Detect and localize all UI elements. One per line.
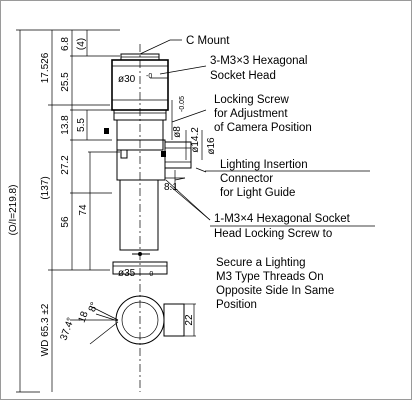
bottom-view	[70, 295, 196, 345]
dim-6-8: 6.8	[60, 37, 71, 51]
socket-head-line-2: Socket Head	[210, 70, 276, 82]
socket-head-line-1: 3-M3×3 Hexagonal	[210, 55, 308, 67]
locking-screw-line-3: of Camera Position	[214, 122, 312, 134]
dim-phi35: ø35	[118, 268, 136, 279]
overall-length-label: (O/I=219.8)	[8, 185, 19, 236]
secure-callout: Secure a Lighting M3 Type Threads On Opp…	[216, 257, 334, 311]
dim-phi30: ø30	[118, 74, 136, 85]
dim-13-8: 13.8	[60, 115, 71, 135]
locking-screw-callout: Locking Screw for Adjustment of Camera P…	[214, 94, 312, 134]
leader-lines	[139, 39, 375, 227]
lighting-connector-callout: Lighting Insertion Connector for Light G…	[220, 159, 308, 199]
secure-line-2: M3 Type Threads On	[216, 271, 324, 283]
right-dimensions	[150, 77, 203, 190]
lighting-connector-line-3: for Light Guide	[220, 187, 295, 199]
hex-locking-callout: 1-M3×4 Hexagonal Socket Head Locking Scr…	[214, 213, 351, 240]
secure-line-3: Opposite Side In Same	[216, 285, 334, 297]
dim-wd: WD 65.3 ±2	[40, 303, 51, 356]
c-mount-label: C Mount	[186, 35, 230, 47]
lighting-connector-line-2: Connector	[220, 173, 273, 185]
dim-18: 18	[77, 310, 91, 325]
dim-25-5: 25.5	[60, 72, 71, 92]
locking-screw-line-2: for Adjustment	[214, 108, 288, 120]
dim-56: 56	[60, 216, 71, 228]
dim-phi14-2: ø14.2	[190, 127, 201, 153]
locking-screw-line-1: Locking Screw	[214, 94, 289, 106]
dim-37-4: 37.4°	[58, 316, 76, 342]
dim-phi35-tol: -0	[147, 271, 153, 278]
lens-body	[104, 44, 192, 392]
dim-137: (137)	[40, 176, 51, 199]
dim-17-526: 17.526	[40, 52, 51, 83]
dimension-lines	[16, 29, 120, 393]
socket-head-callout: 3-M3×3 Hexagonal Socket Head	[210, 55, 308, 82]
hex-locking-line-1: 1-M3×4 Hexagonal Socket	[214, 213, 351, 225]
hex-locking-line-2: Head Locking Screw to	[214, 228, 332, 240]
dim-phi8: ø8	[172, 126, 183, 138]
secure-line-4: Position	[216, 299, 257, 311]
secure-line-1: Secure a Lighting	[216, 257, 306, 269]
dim-phi8-tol: -0.05	[179, 96, 186, 112]
dim-27-2: 27.2	[60, 155, 71, 175]
dim-phi16: ø16	[206, 137, 217, 155]
dim-8-1: 8.1	[164, 182, 178, 193]
dim-74: 74	[78, 204, 89, 216]
dim-5-5: 5.5	[76, 118, 87, 132]
lighting-connector-line-1: Lighting Insertion	[220, 159, 308, 171]
dim-4: (4)	[76, 38, 87, 50]
dim-8deg: 8°	[87, 301, 101, 314]
dim-22: 22	[184, 314, 195, 326]
dim-phi30-tol: -0	[146, 73, 152, 80]
